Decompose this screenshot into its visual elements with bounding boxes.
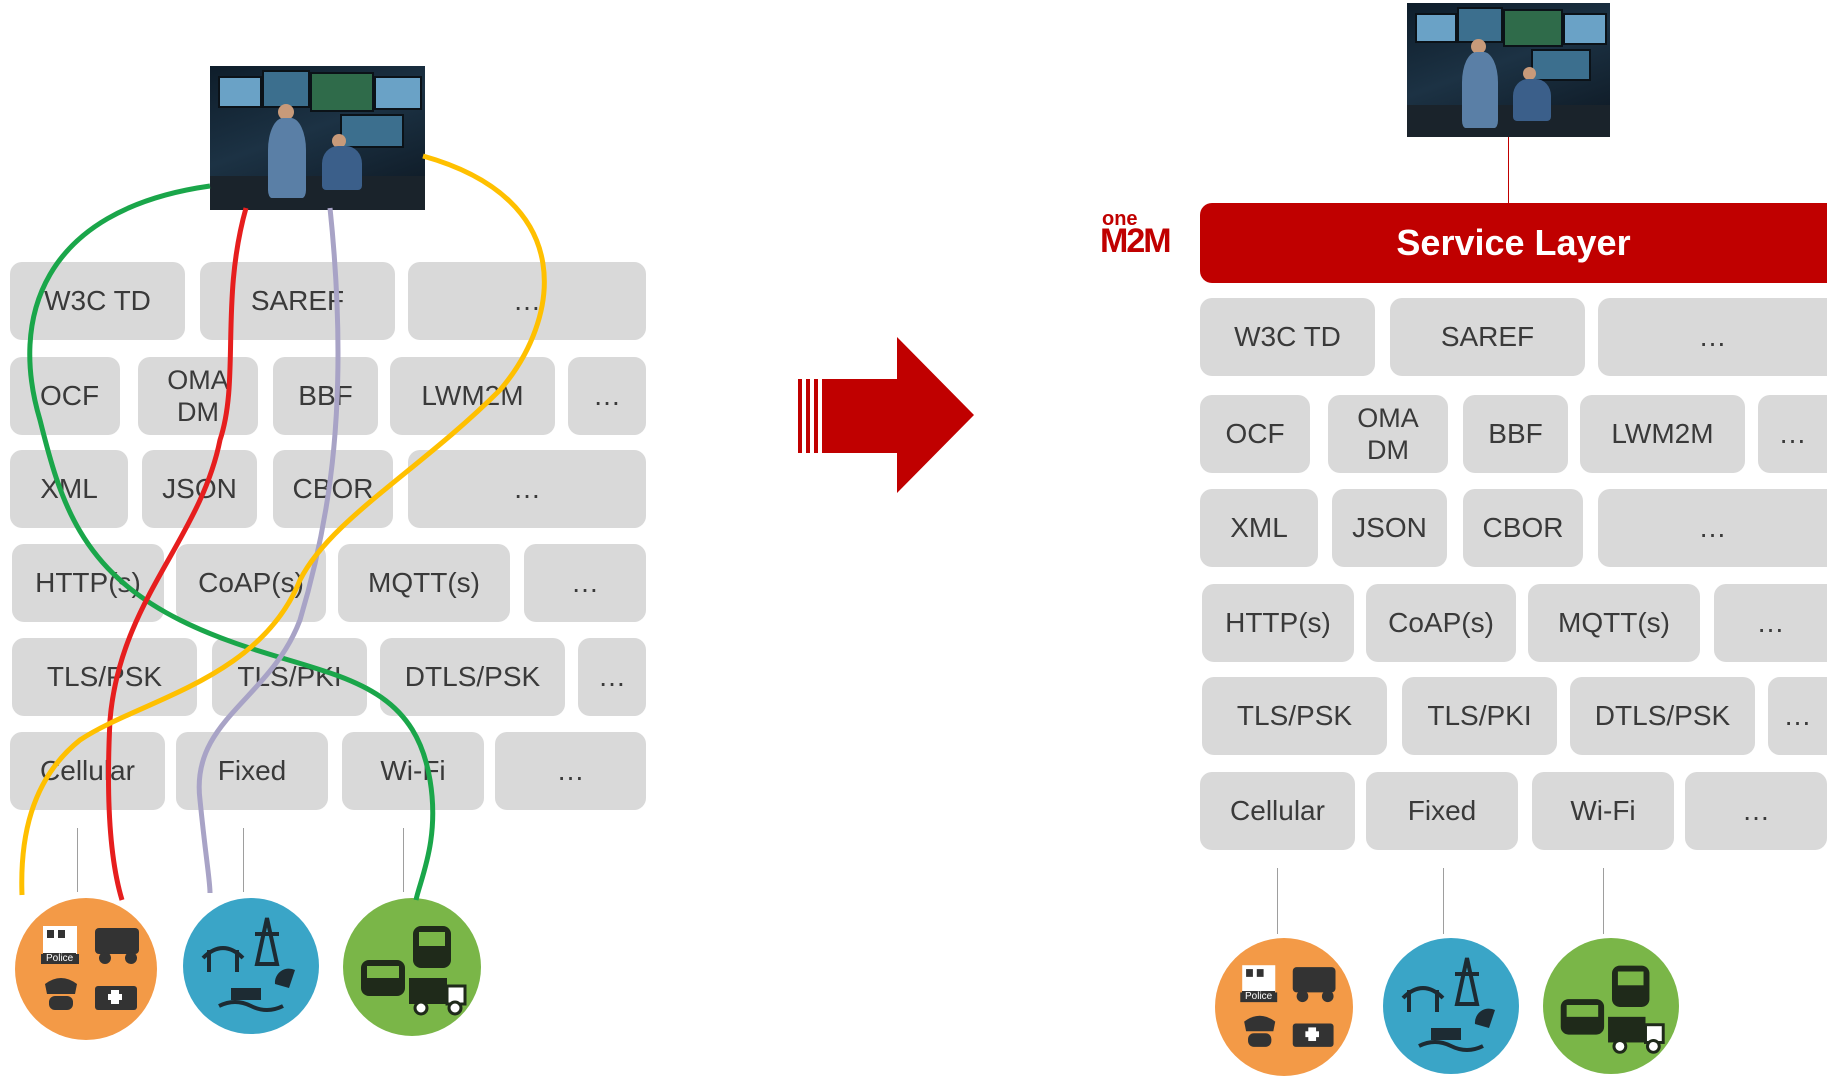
tile-more: … <box>1758 395 1827 473</box>
tile-cbor: CBOR <box>1463 489 1583 567</box>
tile-more: … <box>408 450 646 528</box>
tile-xml: XML <box>1200 489 1318 567</box>
connector-line <box>243 828 244 892</box>
tile-more: … <box>1598 298 1827 376</box>
tile-more: … <box>1714 584 1827 662</box>
tile-oma-dm: OMA DM <box>138 357 258 435</box>
tile-wifi: Wi-Fi <box>1532 772 1674 850</box>
tile-w3c-td: W3C TD <box>1200 298 1375 376</box>
onem2m-logo: M2M <box>1100 222 1172 260</box>
tile-more: … <box>578 638 646 716</box>
tile-mqtt: MQTT(s) <box>338 544 510 622</box>
public-safety-icon: Police <box>15 898 157 1040</box>
infrastructure-icon <box>1383 938 1519 1074</box>
tile-oma-dm: OMA DM <box>1328 395 1448 473</box>
green-path <box>27 183 436 901</box>
right-diagram-service-layer: one M2M Service Layer W3C TD SAREF … OCF… <box>1080 0 1827 1077</box>
tile-http: HTTP(s) <box>12 544 164 622</box>
integration-paths <box>19 153 547 901</box>
onem2m-logo-top: one <box>1102 208 1138 230</box>
left-diagram-fragmented: W3C TD SAREF … OCF OMA DM BBF LWM2M … XM… <box>0 0 660 1077</box>
service-layer-bar: Service Layer <box>1200 203 1827 283</box>
tile-tls-psk: TLS/PSK <box>1202 677 1387 755</box>
tile-dtls-psk: DTLS/PSK <box>380 638 565 716</box>
connector-line <box>1508 137 1509 203</box>
tile-ocf: OCF <box>1200 395 1310 473</box>
connector-line <box>403 828 404 892</box>
tile-bbf: BBF <box>1463 395 1568 473</box>
transport-icon <box>1543 938 1679 1074</box>
tile-lwm2m: LWM2M <box>1580 395 1745 473</box>
red-path <box>106 207 249 901</box>
tile-mqtt: MQTT(s) <box>1528 584 1700 662</box>
connector-line <box>1277 868 1278 934</box>
control-room-photo <box>1407 3 1610 137</box>
public-safety-icon: Police <box>1215 938 1353 1076</box>
tile-more: … <box>1768 677 1827 755</box>
control-room-photo <box>210 66 425 210</box>
tile-json: JSON <box>1332 489 1447 567</box>
yellow-path <box>19 153 547 896</box>
tile-ocf: OCF <box>10 357 120 435</box>
tile-coap: CoAP(s) <box>1366 584 1516 662</box>
tile-more: … <box>1685 772 1827 850</box>
police-badge: Police <box>1242 991 1276 1002</box>
police-badge: Police <box>43 953 77 964</box>
connector-line <box>1603 868 1604 934</box>
connector-line <box>1443 868 1444 934</box>
infrastructure-icon <box>183 898 319 1034</box>
transition-arrow-icon <box>798 337 974 493</box>
connector-line <box>77 828 78 892</box>
tile-more: … <box>495 732 646 810</box>
transport-icon <box>343 898 481 1036</box>
tile-more: … <box>1598 489 1827 567</box>
tile-json: JSON <box>142 450 257 528</box>
tile-http: HTTP(s) <box>1202 584 1354 662</box>
tile-more: … <box>408 262 646 340</box>
tile-tls-psk: TLS/PSK <box>12 638 197 716</box>
tile-more: … <box>568 357 646 435</box>
tile-dtls-psk: DTLS/PSK <box>1570 677 1755 755</box>
tile-tls-pki: TLS/PKI <box>212 638 367 716</box>
lavender-path <box>196 207 341 894</box>
tile-tls-pki: TLS/PKI <box>1402 677 1557 755</box>
tile-more: … <box>524 544 646 622</box>
tile-fixed: Fixed <box>1366 772 1518 850</box>
tile-cellular: Cellular <box>1200 772 1355 850</box>
tile-saref: SAREF <box>1390 298 1585 376</box>
tile-coap: CoAP(s) <box>176 544 326 622</box>
tile-lwm2m: LWM2M <box>390 357 555 435</box>
tile-wifi: Wi-Fi <box>342 732 484 810</box>
tile-bbf: BBF <box>273 357 378 435</box>
